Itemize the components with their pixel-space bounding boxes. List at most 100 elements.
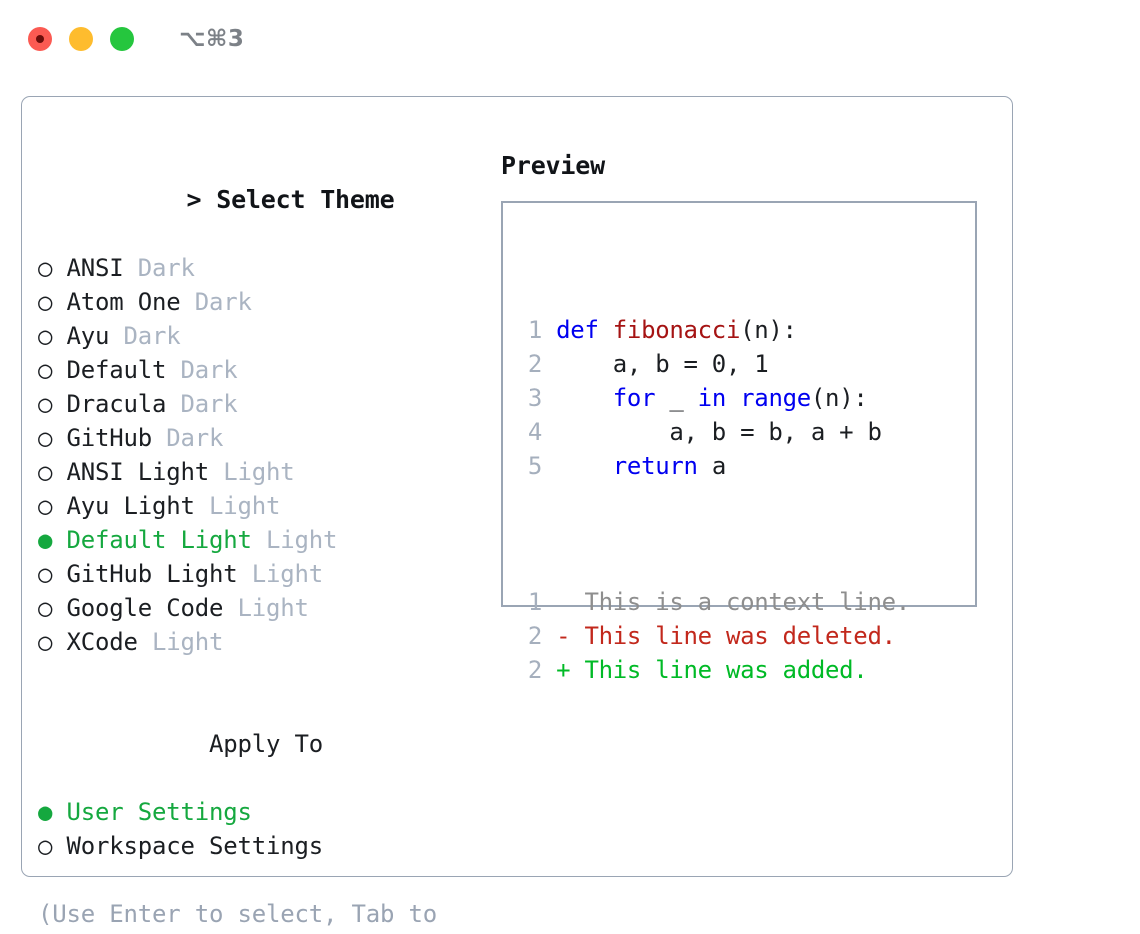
theme-variant-badge: Light: [209, 492, 281, 520]
code-line: 3 for _ in range(n):: [516, 381, 910, 415]
theme-option-github-light[interactable]: ○ GitHub Light Light: [38, 557, 468, 591]
select-theme-label: Select Theme: [216, 185, 395, 214]
diff-line-text: - This line was deleted.: [556, 622, 896, 650]
code-token: [556, 452, 613, 480]
radio-unselected-icon: ○: [38, 560, 53, 588]
theme-option-google-code[interactable]: ○ Google Code Light: [38, 591, 468, 625]
preview-pane: Preview 1 def fibonacci(n):2 a, b = 0, 1…: [501, 149, 991, 684]
code-token: return: [612, 452, 698, 480]
radio-unselected-icon: ○: [38, 322, 53, 350]
radio-unselected-icon: ○: [38, 594, 53, 622]
radio-selected-icon: ●: [38, 526, 53, 554]
line-number: 3: [527, 384, 542, 412]
theme-variant-badge: Dark: [180, 390, 238, 418]
apply-to-option-workspace-settings[interactable]: ○ Workspace Settings: [38, 829, 468, 863]
apply-to-label: Apply To: [209, 730, 323, 758]
theme-option-label: Ayu: [66, 322, 110, 350]
keyboard-shortcut-label: ⌥⌘3: [179, 25, 245, 52]
radio-unselected-icon: ○: [38, 832, 53, 860]
radio-unselected-icon: ○: [38, 458, 53, 486]
theme-option-atom-one[interactable]: ○ Atom One Dark: [38, 285, 468, 319]
code-token: (n):: [810, 384, 868, 412]
radio-unselected-icon: ○: [38, 254, 53, 282]
code-token: a: [697, 452, 726, 480]
prompt-caret-icon: >: [186, 185, 202, 214]
window-controls: [28, 27, 134, 51]
radio-selected-icon: ●: [38, 798, 53, 826]
line-number: 1: [527, 316, 542, 344]
code-token: for: [612, 384, 656, 412]
theme-variant-badge: Dark: [123, 322, 181, 350]
apply-to-option-label: User Settings: [66, 798, 252, 826]
theme-option-default-light[interactable]: ● Default Light Light: [38, 523, 468, 557]
code-token: range: [740, 384, 811, 412]
theme-variant-badge: Dark: [166, 424, 224, 452]
line-number: 2: [527, 656, 542, 684]
theme-option-ansi-light[interactable]: ○ ANSI Light Light: [38, 455, 468, 489]
theme-variant-badge: Light: [251, 560, 323, 588]
maximize-button-icon[interactable]: [110, 27, 134, 51]
line-number: 2: [527, 350, 542, 378]
diff-sample: 1 This is a context line.2 - This line w…: [516, 585, 910, 687]
theme-option-label: GitHub: [66, 424, 153, 452]
diff-line: 1 This is a context line.: [516, 585, 910, 619]
apply-to-option-label: Workspace Settings: [66, 832, 324, 860]
radio-unselected-icon: ○: [38, 424, 53, 452]
code-token: (n):: [740, 316, 797, 344]
code-line: 4 a, b = b, a + b: [516, 415, 910, 449]
close-button-icon[interactable]: [28, 27, 52, 51]
code-token: a, b = b, a + b: [556, 418, 882, 446]
hint-spacer: [38, 863, 468, 897]
list-spacer: [38, 659, 468, 693]
theme-option-default[interactable]: ○ Default Dark: [38, 353, 468, 387]
code-token: [726, 384, 740, 412]
theme-option-label: XCode: [66, 628, 138, 656]
code-line: 5 return a: [516, 449, 910, 483]
theme-option-label: Default Light: [66, 526, 252, 554]
code-token: _: [655, 384, 698, 412]
radio-unselected-icon: ○: [38, 390, 53, 418]
theme-option-dracula[interactable]: ○ Dracula Dark: [38, 387, 468, 421]
theme-variant-badge: Light: [237, 594, 309, 622]
line-number: 4: [527, 418, 542, 446]
apply-to-option-user-settings[interactable]: ● User Settings: [38, 795, 468, 829]
theme-option-label: Default: [66, 356, 167, 384]
theme-variant-badge: Light: [152, 628, 224, 656]
minimize-button-icon[interactable]: [69, 27, 93, 51]
theme-options-list: ○ ANSI Dark○ Atom One Dark○ Ayu Dark○ De…: [38, 251, 468, 659]
theme-option-label: Dracula: [66, 390, 167, 418]
code-token: a, b = 0, 1: [556, 350, 769, 378]
code-line: 1 def fibonacci(n):: [516, 313, 910, 347]
code-token: in: [697, 384, 727, 412]
dialog-card: > Select Theme ○ ANSI Dark○ Atom One Dar…: [21, 96, 1013, 928]
diff-line-text: + This line was added.: [556, 656, 868, 684]
apply-to-header: Apply To: [38, 693, 468, 795]
diff-line: 2 - This line was deleted.: [516, 619, 910, 653]
theme-variant-badge: Dark: [180, 356, 238, 384]
theme-option-ayu[interactable]: ○ Ayu Dark: [38, 319, 468, 353]
theme-option-github[interactable]: ○ GitHub Dark: [38, 421, 468, 455]
line-number: 1: [527, 588, 542, 616]
diff-line-text: This is a context line.: [556, 588, 910, 616]
theme-option-label: ANSI: [66, 254, 124, 282]
code-line: 2 a, b = 0, 1: [516, 347, 910, 381]
theme-option-ayu-light[interactable]: ○ Ayu Light Light: [38, 489, 468, 523]
theme-option-label: ANSI Light: [66, 458, 210, 486]
radio-unselected-icon: ○: [38, 288, 53, 316]
theme-option-label: GitHub Light: [66, 560, 238, 588]
theme-variant-badge: Dark: [194, 288, 252, 316]
select-theme-header: > Select Theme: [38, 149, 468, 251]
keyboard-hint-text: (Use Enter to select, Tab to change focu…: [38, 900, 437, 928]
theme-option-xcode[interactable]: ○ XCode Light: [38, 625, 468, 659]
theme-list-pane: > Select Theme ○ ANSI Dark○ Atom One Dar…: [38, 149, 468, 934]
preview-title: Preview: [501, 151, 605, 180]
code-token: def: [556, 316, 613, 344]
theme-variant-badge: Light: [223, 458, 295, 486]
theme-variant-badge: Light: [266, 526, 338, 554]
radio-unselected-icon: ○: [38, 492, 53, 520]
theme-option-ansi[interactable]: ○ ANSI Dark: [38, 251, 468, 285]
code-token: fibonacci: [612, 316, 741, 344]
apply-to-options-list: ● User Settings○ Workspace Settings: [38, 795, 468, 863]
